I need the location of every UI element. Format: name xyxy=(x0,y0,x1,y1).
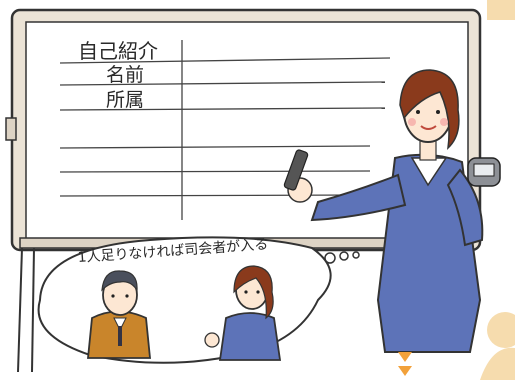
board-row-intro: 自己紹介 xyxy=(78,39,158,63)
corner-tab xyxy=(487,0,515,20)
small-woman-figure xyxy=(204,265,282,361)
marker-icon xyxy=(283,149,309,191)
board-row-name: 名前 xyxy=(106,64,144,86)
stopwatch-icon xyxy=(467,157,501,187)
man-figure xyxy=(87,270,151,359)
arrow-down-icon xyxy=(398,352,412,376)
presenter-woman xyxy=(283,69,501,353)
corner-decoration xyxy=(480,312,515,380)
board-row-affiliation: 所属 xyxy=(106,89,144,111)
